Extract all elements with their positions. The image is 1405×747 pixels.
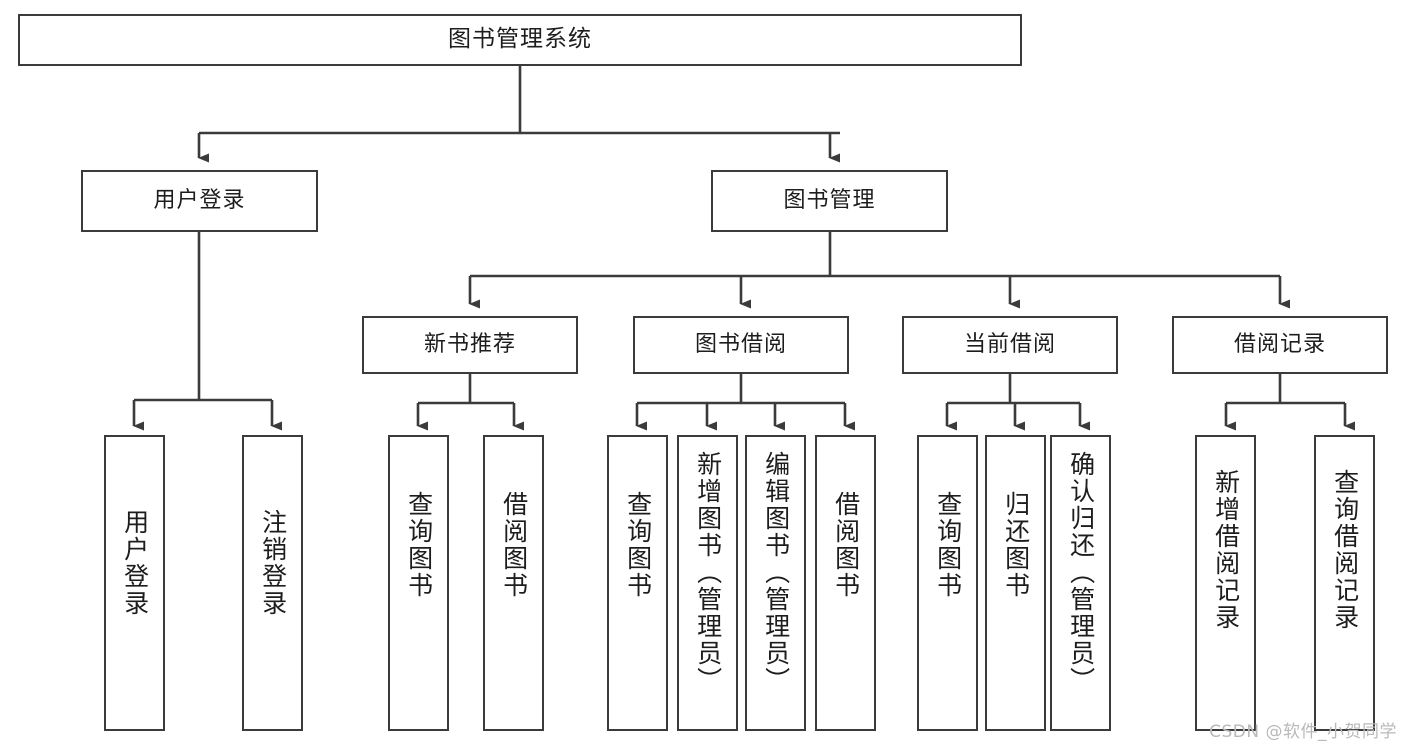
node-leaf-edit-book[interactable]: 编辑图书（管理员） <box>745 435 806 731</box>
node-borrow-record[interactable]: 借阅记录 <box>1172 316 1388 374</box>
node-leaf-return-book[interactable]: 归还图书 <box>985 435 1046 731</box>
node-leaf-confirm-return-label: 确认归还（管理员） <box>1066 451 1096 694</box>
node-book-manage[interactable]: 图书管理 <box>711 170 948 232</box>
node-leaf-query-record[interactable]: 查询借阅记录 <box>1314 435 1375 731</box>
node-leaf-user-login[interactable]: 用户登录 <box>104 435 165 731</box>
node-leaf-logout-label: 注销登录 <box>258 509 288 617</box>
node-leaf-query-book-3-label: 查询图书 <box>933 491 963 599</box>
node-leaf-query-book-3[interactable]: 查询图书 <box>917 435 978 731</box>
node-user-login[interactable]: 用户登录 <box>81 170 318 232</box>
node-leaf-query-book-1-label: 查询图书 <box>404 491 434 599</box>
node-leaf-query-book-1[interactable]: 查询图书 <box>388 435 449 731</box>
node-leaf-borrow-book-2-label: 借阅图书 <box>831 491 861 599</box>
node-leaf-query-record-label: 查询借阅记录 <box>1330 469 1360 631</box>
node-book-borrow[interactable]: 图书借阅 <box>633 316 849 374</box>
node-book-borrow-label: 图书借阅 <box>694 332 787 358</box>
node-leaf-edit-book-label: 编辑图书（管理员） <box>761 451 791 694</box>
node-user-login-label: 用户登录 <box>153 188 246 214</box>
node-current-borrow-label: 当前借阅 <box>963 332 1056 358</box>
node-leaf-add-book[interactable]: 新增图书（管理员） <box>677 435 738 731</box>
node-leaf-query-book-2-label: 查询图书 <box>623 491 653 599</box>
node-new-book-rec-label: 新书推荐 <box>423 332 516 358</box>
node-leaf-borrow-book-1-label: 借阅图书 <box>499 491 529 599</box>
node-leaf-query-book-2[interactable]: 查询图书 <box>607 435 668 731</box>
node-leaf-add-book-label: 新增图书（管理员） <box>693 451 723 694</box>
node-current-borrow[interactable]: 当前借阅 <box>902 316 1118 374</box>
node-borrow-record-label: 借阅记录 <box>1233 332 1326 358</box>
node-leaf-borrow-book-1[interactable]: 借阅图书 <box>483 435 544 731</box>
node-leaf-logout[interactable]: 注销登录 <box>242 435 303 731</box>
node-leaf-confirm-return[interactable]: 确认归还（管理员） <box>1050 435 1111 731</box>
node-leaf-add-record-label: 新增借阅记录 <box>1211 469 1241 631</box>
node-book-manage-label: 图书管理 <box>783 188 876 214</box>
node-root-label: 图书管理系统 <box>448 26 592 53</box>
node-leaf-add-record[interactable]: 新增借阅记录 <box>1195 435 1256 731</box>
node-leaf-return-book-label: 归还图书 <box>1001 491 1031 599</box>
node-leaf-user-login-label: 用户登录 <box>120 509 150 617</box>
csdn-watermark: CSDN @软件_小贺同学 <box>1209 722 1397 742</box>
node-new-book-rec[interactable]: 新书推荐 <box>362 316 578 374</box>
node-root[interactable]: 图书管理系统 <box>18 14 1022 66</box>
node-leaf-borrow-book-2[interactable]: 借阅图书 <box>815 435 876 731</box>
